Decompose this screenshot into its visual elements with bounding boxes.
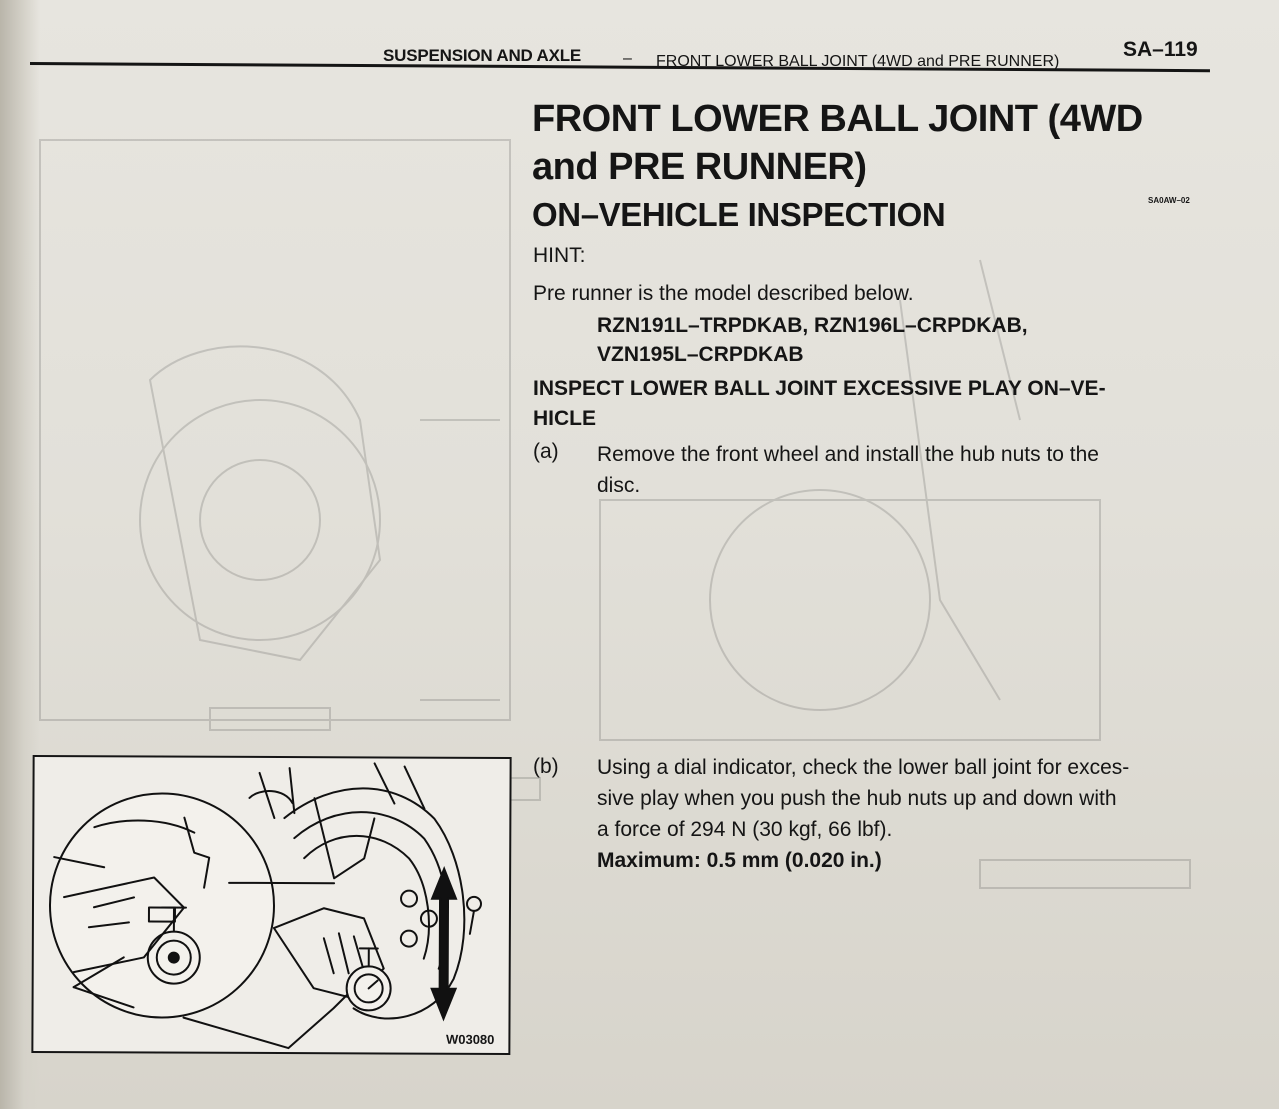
hint-label: HINT: <box>533 244 586 267</box>
section-title: ON–VEHICLE INSPECTION <box>532 196 946 233</box>
step-a-text: Remove the front wheel and install the h… <box>597 439 1217 501</box>
page-title-line-2: and PRE RUNNER) <box>532 146 867 188</box>
procedure-title: INSPECT LOWER BALL JOINT EXCESSIVE PLAY … <box>533 374 1223 434</box>
step-b-text: Using a dial indicator, check the lower … <box>597 752 1217 876</box>
max-play-spec: Maximum: 0.5 mm (0.020 in.) <box>597 849 882 872</box>
reference-code: SA0AW–02 <box>1148 196 1190 205</box>
header-topic: FRONT LOWER BALL JOINT (4WD and PRE RUNN… <box>656 53 1060 70</box>
step-b-line: a force of 294 N (30 kgf, 66 lbf). <box>597 818 893 841</box>
page-title: FRONT LOWER BALL JOINT (4WD and PRE RUNN… <box>532 95 1232 191</box>
model-codes-line-2: VZN195L–CRPDKAB <box>597 343 804 366</box>
step-a-line: Remove the front wheel and install the h… <box>597 443 1099 466</box>
step-a-line: disc. <box>597 474 641 497</box>
figure-ball-joint-inspection: W03080 <box>31 754 512 1056</box>
step-a-label: (a) <box>533 440 559 463</box>
ball-joint-dial-indicator-illustration <box>48 762 483 1050</box>
procedure-title-line-2: HICLE <box>533 407 596 430</box>
model-codes-line-1: RZN191L–TRPDKAB, RZN196L–CRPDKAB, <box>597 314 1028 337</box>
step-b-line: Using a dial indicator, check the lower … <box>597 756 1130 779</box>
step-b-line: sive play when you push the hub nuts up … <box>597 787 1117 810</box>
page-number: SA–119 <box>1123 38 1198 61</box>
header-separator: – <box>623 50 632 67</box>
up-down-arrow-icon <box>430 866 458 1022</box>
step-b-label: (b) <box>533 755 559 778</box>
figure-code: W03080 <box>445 1031 495 1047</box>
hint-text: Pre runner is the model described below. <box>533 282 914 305</box>
page-title-line-1: FRONT LOWER BALL JOINT (4WD <box>532 98 1143 140</box>
procedure-title-line-1: INSPECT LOWER BALL JOINT EXCESSIVE PLAY … <box>533 377 1106 400</box>
header-section-name: SUSPENSION AND AXLE <box>383 46 582 65</box>
